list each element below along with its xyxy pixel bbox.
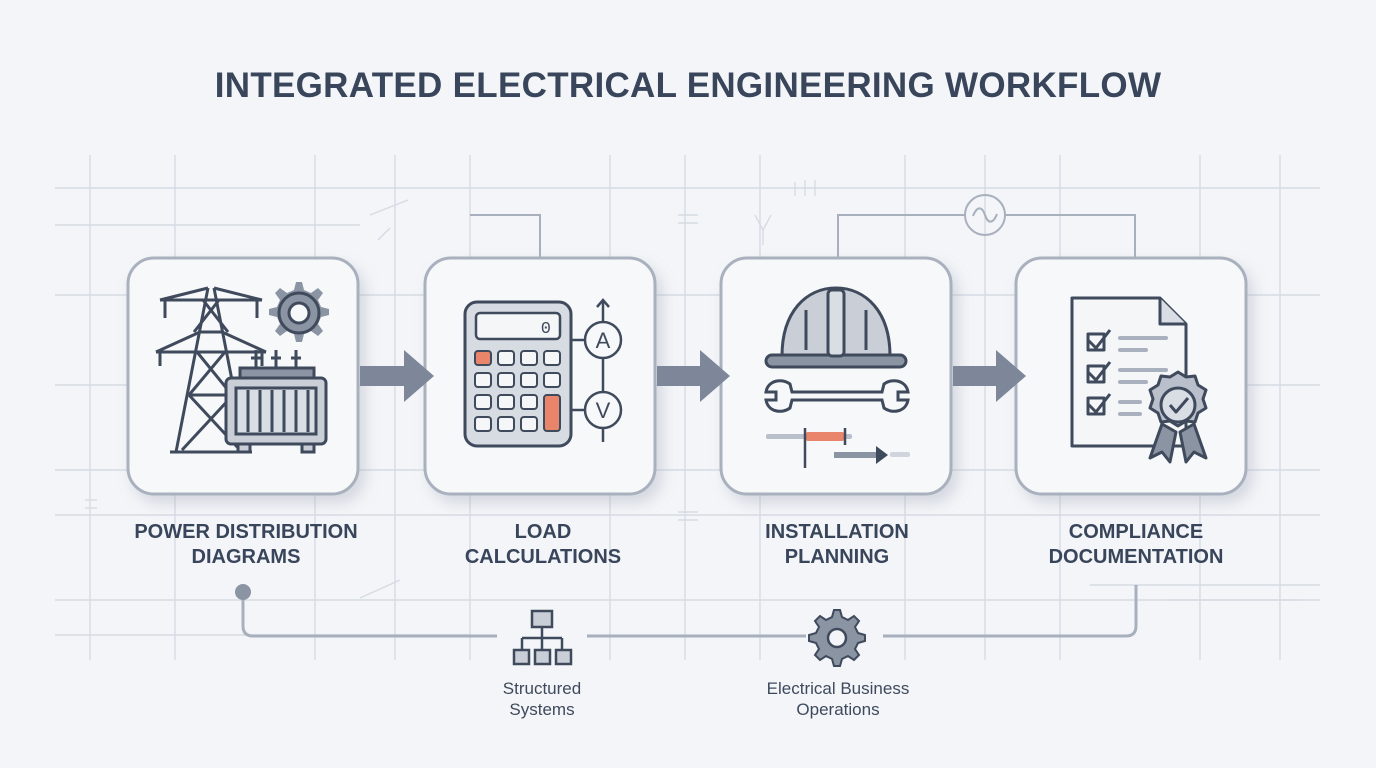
ac-source-icon [964, 194, 1006, 236]
certificate-rosette-icon [1148, 370, 1208, 464]
checklist-lines [1118, 336, 1168, 416]
calculator-display: 0 [541, 320, 551, 339]
step-label-line-1: COMPLIANCE [1068, 521, 1204, 543]
footer-connector-line [241, 585, 1138, 638]
calculator-icon: 0 [463, 300, 573, 448]
step-label-line-2: PLANNING [784, 546, 890, 568]
connector-node [235, 584, 251, 600]
step-label-line-1: POWER DISTRIBUTION [134, 521, 358, 543]
step-label-line-1: LOAD [514, 521, 572, 543]
card-connectors [470, 214, 1136, 258]
footer-label-line-1: Electrical Business [766, 679, 910, 698]
wrench-icon [764, 379, 910, 413]
footer-label-line-1: Structured [502, 679, 582, 698]
voltmeter-label: V [596, 398, 611, 423]
footer-label-line-2: Systems [509, 700, 575, 719]
gear-icon [808, 609, 866, 667]
flow-arrow-2 [657, 350, 730, 402]
step-label-installation-planning: INSTALLATION PLANNING [687, 520, 987, 570]
hard-hat-icon [764, 286, 908, 369]
flow-arrow-3 [953, 350, 1026, 402]
page-title: INTEGRATED ELECTRICAL ENGINEERING WORKFL… [214, 66, 1162, 105]
footer-label-business-operations: Electrical Business Operations [718, 678, 958, 720]
step-label-line-2: DIAGRAMS [191, 546, 301, 568]
step-label-line-2: CALCULATIONS [464, 546, 622, 568]
transformer-icon [224, 350, 328, 454]
footer-label-structured-systems: Structured Systems [422, 678, 662, 720]
step-label-load-calculations: LOAD CALCULATIONS [393, 520, 693, 570]
ammeter-label: A [596, 328, 611, 353]
step-label-compliance-documentation: COMPLIANCE DOCUMENTATION [986, 520, 1286, 570]
flow-arrow-1 [360, 350, 434, 402]
meter-probes-icon [571, 298, 623, 442]
footer-label-line-2: Operations [796, 700, 880, 719]
gear-icon [269, 282, 329, 342]
step-label-line-2: DOCUMENTATION [1048, 546, 1224, 568]
hierarchy-icon [512, 609, 573, 666]
step-label-line-1: INSTALLATION [765, 521, 909, 543]
plan-bars-icon [766, 428, 910, 468]
step-label-power-distribution: POWER DISTRIBUTION DIAGRAMS [96, 520, 396, 570]
